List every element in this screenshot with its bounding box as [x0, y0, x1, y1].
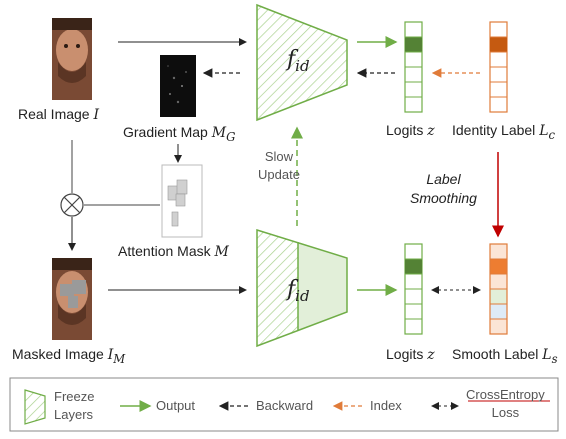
- legend-box: [9, 377, 559, 432]
- fid-bottom-network: [256, 228, 348, 348]
- legend-output-label: Output: [156, 398, 196, 413]
- smooth-label-vector: [489, 243, 508, 335]
- label-smoothing-label: Label Smoothing: [410, 171, 477, 206]
- logits-bottom-label: Logits z: [386, 346, 435, 363]
- masked-image-label: Masked Image IM: [12, 346, 126, 366]
- legend-freeze-swatch: [24, 389, 46, 425]
- legend-index-label: Index: [370, 398, 402, 413]
- real-image: [52, 18, 92, 100]
- identity-label-vector: [489, 21, 508, 113]
- logits-top-label: Logits z: [386, 122, 435, 139]
- attention-mask-label: Attention Mask M: [118, 243, 229, 260]
- fid-top-label: fid: [287, 47, 310, 76]
- real-image-label: Real Image I: [18, 106, 100, 123]
- legend-crossentropy-label: CrossEntropy Loss: [466, 387, 545, 420]
- smooth-label-text: Smooth Label Ls: [452, 346, 558, 366]
- slow-update-label: Slow Update: [258, 149, 300, 182]
- multiply-node: [60, 193, 84, 217]
- fid-top-network: [256, 3, 348, 122]
- identity-label-text: Identity Label Lc: [452, 122, 556, 142]
- legend-backward-label: Backward: [256, 398, 314, 413]
- gradient-map-label: Gradient Map MG: [123, 124, 236, 144]
- attention-mask: [161, 164, 203, 238]
- masked-image: [52, 258, 92, 340]
- logits-bottom: [404, 243, 423, 335]
- legend-freeze-label: Freeze Layers: [54, 389, 95, 422]
- logits-top: [404, 21, 423, 113]
- gradient-map: [160, 55, 196, 117]
- fid-bottom-label: fid: [287, 277, 310, 306]
